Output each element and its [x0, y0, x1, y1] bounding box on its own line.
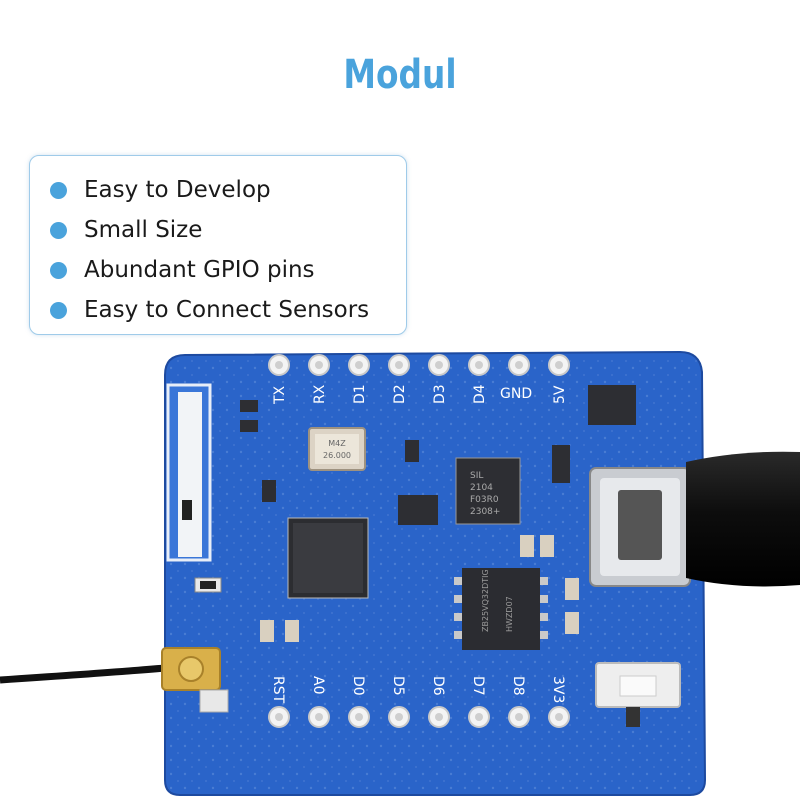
feature-item: Small Size — [50, 210, 202, 250]
pin-label-5v: 5V — [552, 385, 568, 404]
crystal-marking: M4Z — [328, 439, 346, 448]
reset-button — [595, 662, 681, 727]
chip-marking: F03R0 — [470, 495, 499, 505]
pin-label-d4: D4 — [472, 384, 488, 404]
pin-label-3v3: 3V3 — [550, 676, 566, 703]
pin-label-d2: D2 — [392, 384, 408, 404]
pin-label-a0: A0 — [310, 676, 326, 694]
antenna-cable — [0, 664, 166, 684]
top-header — [268, 354, 570, 376]
chip-marking: SIL — [470, 471, 483, 481]
micro-usb-connector — [589, 467, 691, 587]
usb-cable — [686, 451, 800, 587]
pin-label-d6: D6 — [430, 676, 446, 696]
usb-serial-chip: SIL 2104 F03R0 2308+ — [455, 457, 521, 525]
feature-list: Easy to Develop Small Size Abundant GPIO… — [29, 155, 407, 335]
bullet-icon — [50, 261, 67, 279]
top-pin-labels: TX RX D1 D2 D3 D4 GND 5V — [272, 384, 568, 405]
small-components — [194, 385, 636, 642]
pin-label-d8: D8 — [510, 676, 526, 696]
antenna-metal — [178, 392, 202, 557]
pin-label-d5: D5 — [390, 676, 406, 696]
bullet-icon — [50, 181, 67, 199]
pin-label-rst: RST — [270, 676, 286, 704]
feature-item: Easy to Connect Sensors — [50, 290, 369, 330]
chip-marking: ZB25VQ32DTIG — [481, 569, 490, 632]
bullet-icon — [50, 221, 67, 239]
crystal-marking: 26.000 — [323, 451, 351, 460]
flash-chip: ZB25VQ32DTIG HWZD07 — [454, 568, 548, 650]
pin-label-d1: D1 — [352, 384, 368, 404]
esp-chip — [287, 517, 369, 599]
feature-text: Abundant GPIO pins — [84, 257, 315, 283]
esp8266-board-image: TX RX D1 D2 D3 D4 GND 5V RST A0 D0 D5 D6… — [0, 350, 800, 796]
feature-item: Easy to Develop — [50, 170, 271, 210]
feature-text: Small Size — [84, 217, 203, 243]
pin-label-d3: D3 — [432, 384, 448, 404]
pin-label-tx: TX — [272, 385, 288, 405]
chip-marking: 2104 — [470, 483, 493, 493]
pin-label-rx: RX — [312, 384, 328, 404]
bottom-header — [268, 706, 570, 728]
feature-text: Easy to Connect Sensors — [84, 297, 370, 323]
pin-label-d7: D7 — [470, 676, 486, 696]
crystal-oscillator: M4Z 26.000 — [308, 427, 366, 471]
antenna-connector — [161, 647, 229, 713]
pin-label-gnd: GND — [500, 386, 532, 402]
page-title: Modul — [343, 52, 457, 98]
chip-marking: 2308+ — [470, 507, 500, 517]
feature-item: Abundant GPIO pins — [50, 250, 315, 290]
chip-marking: HWZD07 — [505, 596, 514, 632]
bullet-icon — [50, 301, 67, 319]
feature-text: Easy to Develop — [84, 177, 271, 203]
pin-label-d0: D0 — [350, 676, 366, 696]
bottom-pin-labels: RST A0 D0 D5 D6 D7 D8 3V3 — [270, 676, 566, 704]
